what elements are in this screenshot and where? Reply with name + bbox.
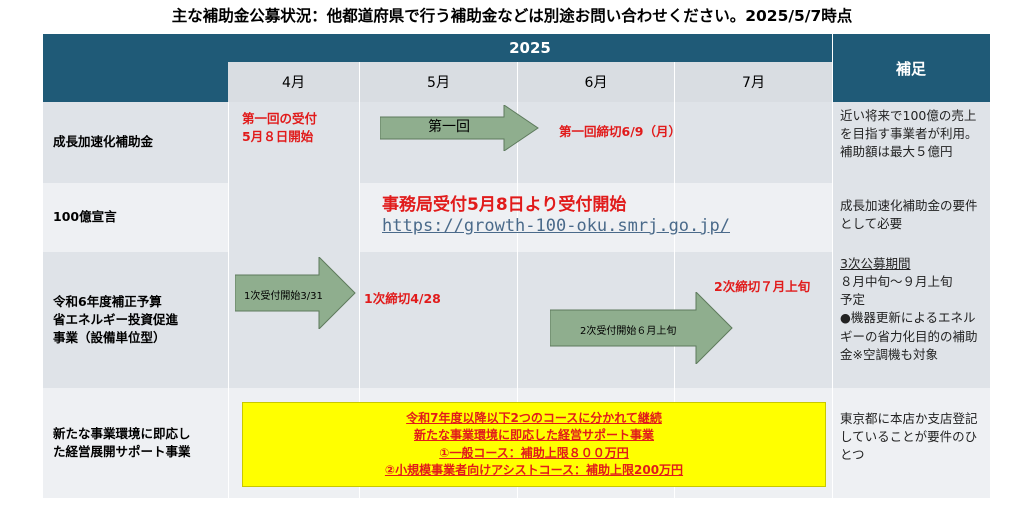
note-text: ８月中旬～９月上旬 [840,274,953,290]
row-label-text: 100億宣言 [53,209,117,225]
management-support-highlight-box: 令和7年度以降以下2つのコースに分かれて継続 新たな事業環境に即応した経営サポー… [242,402,826,487]
row-label-text: 新たな事業環境に即応し [53,425,191,441]
growth-deadline: 第一回締切6/9（月） [559,124,681,139]
energy-arrow2-label: 2次受付開始６月上旬 [580,326,677,337]
energy-deadline2: 2次締切７月上旬 [714,279,811,294]
row-note-management-support: 東京都に本店か支店登記していることが要件のひとつ [832,388,990,498]
note-text: 予定 [840,292,866,308]
month-label: 5月 [427,75,450,91]
month-may: 5月 [360,62,517,102]
growth-first-round-arrow [380,105,539,151]
highlight-line: ①一般コース：補助上限８００万円 [439,445,629,460]
row-timeline-100oku [359,183,832,252]
100oku-announce: 事務局受付5月8日より受付開始 [382,195,627,215]
energy-second-round-arrow [550,292,733,364]
month-label: 7月 [742,75,765,91]
note-heading: 3次公募期間 [840,256,911,271]
column-divider [359,62,360,498]
row-label-management-support: 新たな事業環境に即応し た経営展開サポート事業 [43,388,228,498]
row-timeline-100oku-april [228,183,359,252]
column-divider [228,102,229,498]
row-label-100oku: 100億宣言 [43,183,228,252]
row-note-100oku: 成長加速化補助金の要件として必要 [832,183,990,252]
row-label-growth-subsidy: 成長加速化補助金 [43,102,228,183]
highlight-line: ②小規模事業者向けアシストコース：補助上限200万円 [384,462,684,477]
month-june: 6月 [518,62,674,102]
month-april: 4月 [228,62,359,102]
month-july: 7月 [675,62,832,102]
growth-arrow-label: 第一回 [428,119,470,135]
highlight-line: 令和7年度以降以下2つのコースに分かれて継続 [406,410,662,425]
row-label-text: 事業（設備単位型） [53,330,166,346]
note-text: ●機器更新によるエネルギーの省力化目的の補助金※空調機も対象 [840,310,978,362]
header-year: 2025 [228,34,832,62]
header-corner [43,34,228,102]
growth-start-text: 第一回の受付 5月８日開始 [242,110,317,145]
row-label-text: 成長加速化補助金 [53,134,154,150]
column-divider [832,34,833,498]
energy-arrow1-label: 1次受付開始3/31 [244,291,323,302]
row-note-energy-saving: 3次公募期間 ８月中旬～９月上旬 予定 ●機器更新によるエネルギーの省力化目的の… [832,252,990,388]
growth-start-line: 第一回の受付 [242,111,318,126]
row-label-text: た経営展開サポート事業 [53,444,191,459]
100oku-url-link[interactable]: https://growth-100-oku.smrj.go.jp/ [382,216,730,236]
growth-start-line: 5月８日開始 [242,128,314,144]
month-label: 6月 [584,75,608,91]
row-label-text: 省エネルギー投資促進 [53,311,179,327]
page-title: 主な補助金公募状況：他都道府県で行う補助金などは別途お問い合わせください。202… [171,7,853,25]
column-divider [517,62,518,498]
energy-first-round-arrow [235,257,356,329]
row-label-text: 令和6年度補正予算 [53,293,162,309]
header-year-text: 2025 [509,39,551,57]
row-timeline-growth-subsidy [228,102,832,183]
header-supplement-text: 補足 [895,59,926,78]
header-supplement: 補足 [832,34,990,102]
row-label-energy-saving: 令和6年度補正予算 省エネルギー投資促進 事業（設備単位型） [43,252,228,388]
row-note-growth-subsidy: 近い将来で100億の売上を目指す事業者が利用。補助額は最大５億円 [832,102,990,183]
highlight-line: 新たな事業環境に即応した経営サポート事業 [413,428,654,443]
column-divider [674,62,675,498]
month-label: 4月 [282,75,305,91]
energy-deadline1: 1次締切4/28 [364,291,441,306]
